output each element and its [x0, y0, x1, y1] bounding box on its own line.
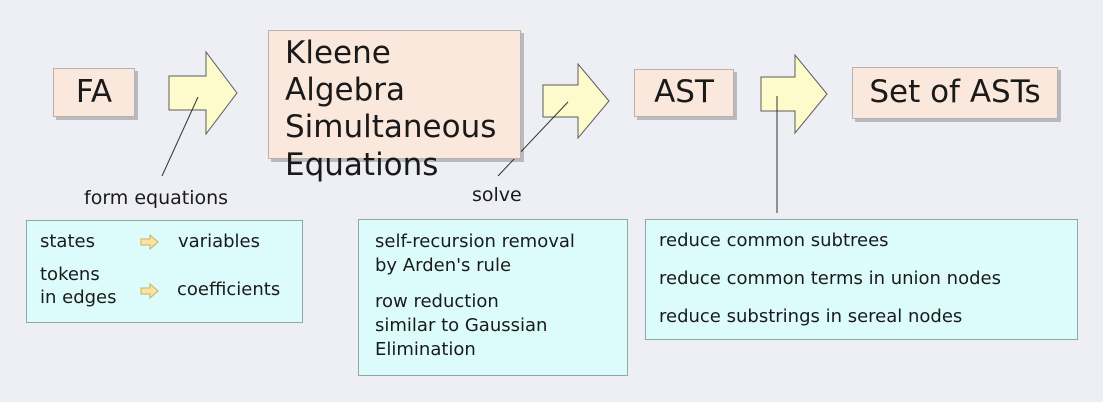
solve-line-5: Elimination [375, 339, 476, 360]
solve-label: solve [472, 184, 522, 206]
right-block-arrow-icon [168, 50, 238, 136]
solve-line-1: self-recursion removal [375, 231, 575, 252]
set-of-asts-label: Set of ASTs [869, 74, 1041, 111]
solve-panel: self-recursion removal by Arden's rule r… [358, 219, 628, 376]
right-arrow-icon [140, 282, 159, 300]
kleene-line-2: Simultaneous [285, 109, 497, 146]
form-equations-leader-line [161, 96, 199, 177]
solve-line-4: similar to Gaussian [375, 315, 548, 336]
form-equations-panel: states variables tokens in edges coeffic… [26, 220, 303, 323]
kleene-line-1: Kleene Algebra [285, 35, 405, 109]
right-arrow-icon [140, 233, 159, 251]
in-edges-text: in edges [40, 287, 117, 308]
fa-box: FA [53, 68, 135, 117]
set-of-asts-box: Set of ASTs [852, 67, 1058, 119]
reduce-line-1: reduce common subtrees [659, 230, 889, 251]
solve-line-2: by Arden's rule [375, 255, 512, 276]
variables-text: variables [178, 231, 260, 252]
fa-label: FA [75, 73, 113, 110]
states-text: states [40, 231, 95, 252]
kleene-line-3: Equations [285, 146, 439, 183]
kleene-algebra-box: Kleene Algebra Simultaneous Equations [268, 30, 521, 183]
solve-line-3: row reduction [375, 291, 499, 312]
reduce-panel: reduce common subtrees reduce common ter… [645, 219, 1078, 340]
ast-box: AST [634, 69, 734, 117]
coefficients-text: coefficients [177, 279, 281, 300]
solve-leader-line [497, 101, 569, 177]
reduce-line-3: reduce substrings in sereal nodes [659, 306, 963, 327]
tokens-text: tokens [40, 264, 100, 285]
right-block-arrow-icon [542, 62, 610, 140]
right-block-arrow-icon [760, 53, 828, 135]
form-equations-label: form equations [84, 187, 229, 209]
reduce-line-2: reduce common terms in union nodes [659, 268, 1001, 289]
ast-label: AST [654, 74, 714, 111]
